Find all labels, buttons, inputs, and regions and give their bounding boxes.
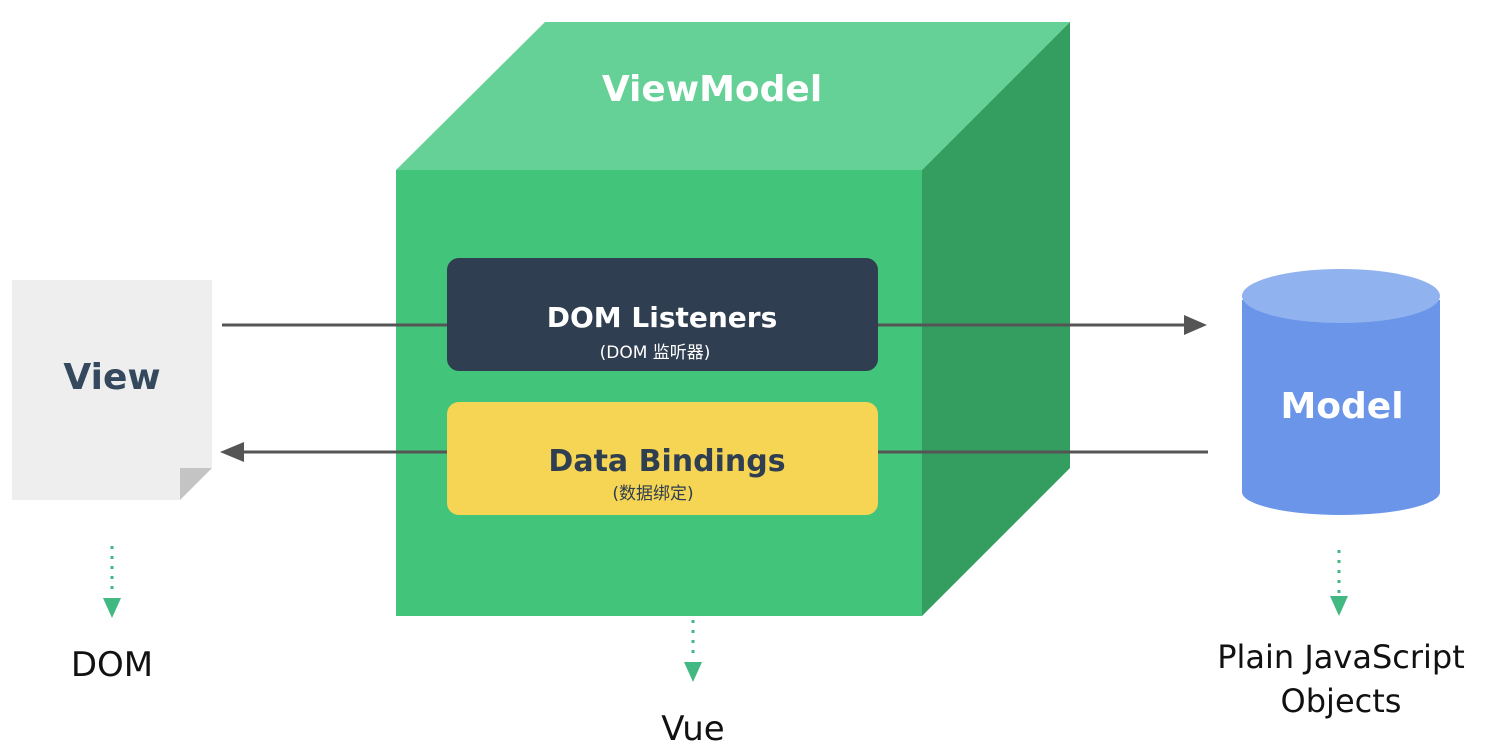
data-bindings-box: Data Bindings (数据绑定) (447, 402, 878, 515)
model-caption-line1: Plain JavaScript (1217, 638, 1465, 676)
binding-arrow (220, 442, 1208, 462)
vue-caption: Vue (661, 709, 724, 746)
model-cylinder-bottom (1242, 469, 1440, 515)
model-cylinder-body (1242, 300, 1440, 492)
dom-listeners-title: DOM Listeners (547, 301, 778, 334)
dom-listeners-bg (447, 258, 878, 371)
model-title: Model (1280, 386, 1403, 427)
dom-listeners-subtitle: (DOM 监听器) (600, 343, 711, 363)
view-document-page (12, 280, 212, 500)
viewmodel-dotted-arrow: Vue (661, 620, 725, 746)
viewmodel-dotted-arrowhead-icon (684, 662, 702, 682)
model-dotted-arrowhead-icon (1330, 596, 1348, 616)
cube-top-face (396, 22, 1070, 170)
dom-listeners-box: DOM Listeners (DOM 监听器) (447, 258, 878, 371)
data-bindings-title: Data Bindings (548, 444, 785, 479)
viewmodel-title: ViewModel (602, 69, 822, 110)
cube-front-face (396, 170, 922, 616)
view-dotted-arrow: DOM (71, 546, 153, 685)
model-dotted-arrow: Plain JavaScript Objects (1217, 550, 1465, 720)
cube-side-face (922, 22, 1070, 616)
model-caption-line2: Objects (1281, 682, 1402, 720)
view-document: View (12, 280, 212, 500)
arrowhead-right-icon (1184, 315, 1207, 335)
data-bindings-bg (447, 402, 878, 515)
dom-caption: DOM (71, 645, 153, 685)
data-bindings-subtitle: (数据绑定) (612, 484, 693, 504)
view-title: View (63, 357, 160, 398)
viewmodel-cube: ViewModel (396, 22, 1070, 616)
listener-arrow (222, 315, 1207, 335)
model-cylinder-top (1242, 269, 1440, 323)
model-database: Model (1242, 269, 1440, 515)
view-dotted-arrowhead-icon (103, 598, 121, 618)
arrowhead-left-icon (220, 442, 244, 462)
view-document-fold (180, 468, 212, 500)
